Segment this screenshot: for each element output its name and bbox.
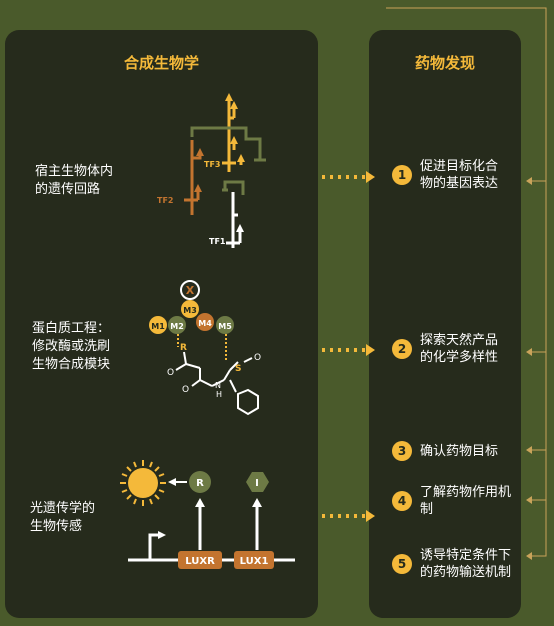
- dotted-arrow-2-head: [366, 344, 375, 356]
- gene-arrowheads: [158, 498, 262, 539]
- tf3-label: TF3: [204, 160, 221, 169]
- luxr-gene-box: [178, 551, 222, 569]
- right-panel-title: 药物发现: [414, 54, 475, 72]
- drug-discovery-panel: [369, 30, 521, 618]
- nitrogen-label: N: [215, 381, 221, 390]
- oxygen-label-2: O: [182, 385, 189, 395]
- sun-icon: [120, 460, 166, 506]
- item-1: 1 促进目标化合物的基因表达: [392, 158, 528, 192]
- oxygen-label-1: O: [167, 368, 174, 378]
- r-protein-label: R: [196, 478, 204, 489]
- i-inducer-hexagon: [246, 472, 269, 492]
- x-domain-label: X: [186, 284, 195, 297]
- lux1-gene-label: LUX1: [240, 556, 269, 567]
- molecule-structure: [175, 334, 259, 416]
- light-arrowhead: [168, 478, 176, 486]
- item-2-number: 2: [392, 339, 412, 359]
- circuit-arrowheads: [194, 93, 245, 232]
- m3-label: M3: [183, 306, 197, 315]
- r-protein-circle: [189, 471, 211, 493]
- m4-label: M4: [198, 319, 212, 328]
- m2-label: M2: [170, 322, 184, 331]
- item-5: 5 诱导特定条件下的药物输送机制: [392, 547, 528, 581]
- item-3-number: 3: [392, 441, 412, 461]
- genetic-circuit-label: 宿主生物体内的遗传回路: [35, 164, 114, 197]
- item-5-number: 5: [392, 554, 412, 574]
- item-4-text: 了解药物作用机制: [420, 485, 512, 517]
- item-2-text: 探索天然产品的化学多样性: [420, 333, 499, 365]
- item-1-text: 促进目标化合物的基因表达: [420, 159, 499, 191]
- item-2: 2 探索天然产品的化学多样性: [392, 332, 528, 366]
- lux1-gene-box: [234, 551, 274, 569]
- r-group-label: R: [180, 343, 187, 353]
- tf1-label: TF1: [209, 237, 226, 246]
- dotted-arrow-3-head: [366, 510, 375, 522]
- item-1-number: 1: [392, 165, 412, 185]
- luxr-gene-label: LUXR: [185, 556, 215, 567]
- item-3-text: 确认药物目标: [420, 443, 499, 459]
- m1-label: M1: [151, 322, 165, 331]
- item-3: 3 确认药物目标: [392, 441, 528, 461]
- protein-modules: X M3 M1 M2 M4 M5: [149, 280, 234, 334]
- dotted-arrow-1-head: [366, 171, 375, 183]
- hydrogen-label: H: [216, 390, 222, 399]
- left-panel-title: 合成生物学: [123, 54, 199, 72]
- item-5-text: 诱导特定条件下的药物输送机制: [420, 548, 512, 580]
- i-inducer-label: I: [255, 478, 259, 489]
- protein-engineering-label: 蛋白质工程：修改酶或洗刷生物合成模块: [32, 321, 111, 372]
- item-4: 4 了解药物作用机制: [392, 484, 528, 518]
- sulfur-label: S: [235, 364, 241, 374]
- item-4-number: 4: [392, 491, 412, 511]
- tf2-label: TF2: [157, 196, 174, 205]
- m5-label: M5: [218, 322, 232, 331]
- outer-feedback-arrowheads: [526, 177, 532, 560]
- optogenetics-label: 光遗传学的生物传感: [30, 501, 96, 534]
- outer-feedback-line: [386, 7, 547, 557]
- genetic-circuit: [184, 100, 266, 248]
- oxygen-label-3: O: [254, 353, 261, 363]
